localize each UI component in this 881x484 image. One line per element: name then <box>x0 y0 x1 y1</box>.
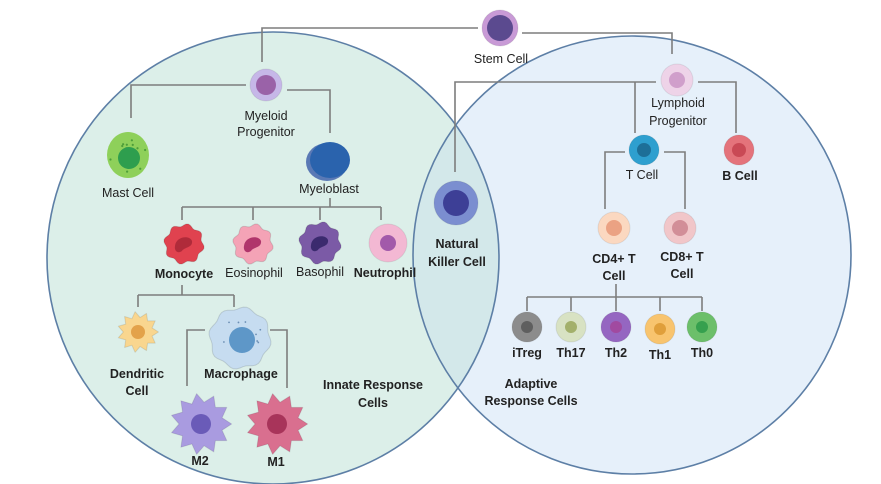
adaptive-region-label-line2: Response Cells <box>484 394 577 408</box>
myeloid-progenitor-cell-icon <box>250 69 282 101</box>
natural-killer-cell-icon <box>434 181 478 225</box>
nk-cell-label-line1: Natural <box>435 237 478 251</box>
th0-cell-icon <box>687 312 717 342</box>
th17-cell-icon <box>556 312 586 342</box>
innate-region-label-line2: Cells <box>358 396 388 410</box>
cd4-t-cell-icon <box>598 212 630 244</box>
monocyte-label: Monocyte <box>155 267 213 281</box>
cd4-cell-label-line2: Cell <box>603 269 626 283</box>
th0-label: Th0 <box>691 346 713 360</box>
cd8-cell-label-line2: Cell <box>671 267 694 281</box>
mast-cell-icon <box>107 132 149 178</box>
eosinophil-label: Eosinophil <box>225 266 283 280</box>
th1-cell-icon <box>645 314 675 344</box>
dendritic-cell-label-line2: Cell <box>126 384 149 398</box>
lymphoid-progenitor-label-line2: Progenitor <box>649 114 707 128</box>
b-cell-label: B Cell <box>722 169 757 183</box>
myeloid-progenitor-label-line1: Myeloid <box>244 109 287 123</box>
b-cell-icon <box>724 135 754 165</box>
lymphoid-progenitor-cell-icon <box>661 64 693 96</box>
myeloblast-label: Myeloblast <box>299 182 359 196</box>
cd4-cell-label-line1: CD4+ T <box>592 252 636 266</box>
mast-cell-label: Mast Cell <box>102 186 154 200</box>
dendritic-cell-label-line1: Dendritic <box>110 367 164 381</box>
adaptive-region-label-line1: Adaptive <box>505 377 558 391</box>
stem-cell-label: Stem Cell <box>474 52 528 66</box>
th17-label: Th17 <box>556 346 585 360</box>
t-cell-icon <box>629 135 659 165</box>
stem-cell-icon <box>482 10 518 46</box>
itreg-label: iTreg <box>512 346 542 360</box>
neutrophil-cell-icon <box>369 224 407 262</box>
nk-cell-label-line2: Killer Cell <box>428 255 486 269</box>
m1-label: M1 <box>267 455 284 469</box>
basophil-label: Basophil <box>296 265 344 279</box>
neutrophil-label: Neutrophil <box>354 266 417 280</box>
cd8-cell-label-line1: CD8+ T <box>660 250 704 264</box>
m2-label: M2 <box>191 454 208 468</box>
myeloid-progenitor-label-line2: Progenitor <box>237 125 295 139</box>
innate-region-label-line1: Innate Response <box>323 378 423 392</box>
cd8-t-cell-icon <box>664 212 696 244</box>
t-cell-label: T Cell <box>626 168 658 182</box>
itreg-cell-icon <box>512 312 542 342</box>
th1-label: Th1 <box>649 348 671 362</box>
th2-label: Th2 <box>605 346 627 360</box>
lymphoid-progenitor-label-line1: Lymphoid <box>651 96 705 110</box>
th2-cell-icon <box>601 312 631 342</box>
macrophage-label: Macrophage <box>204 367 278 381</box>
